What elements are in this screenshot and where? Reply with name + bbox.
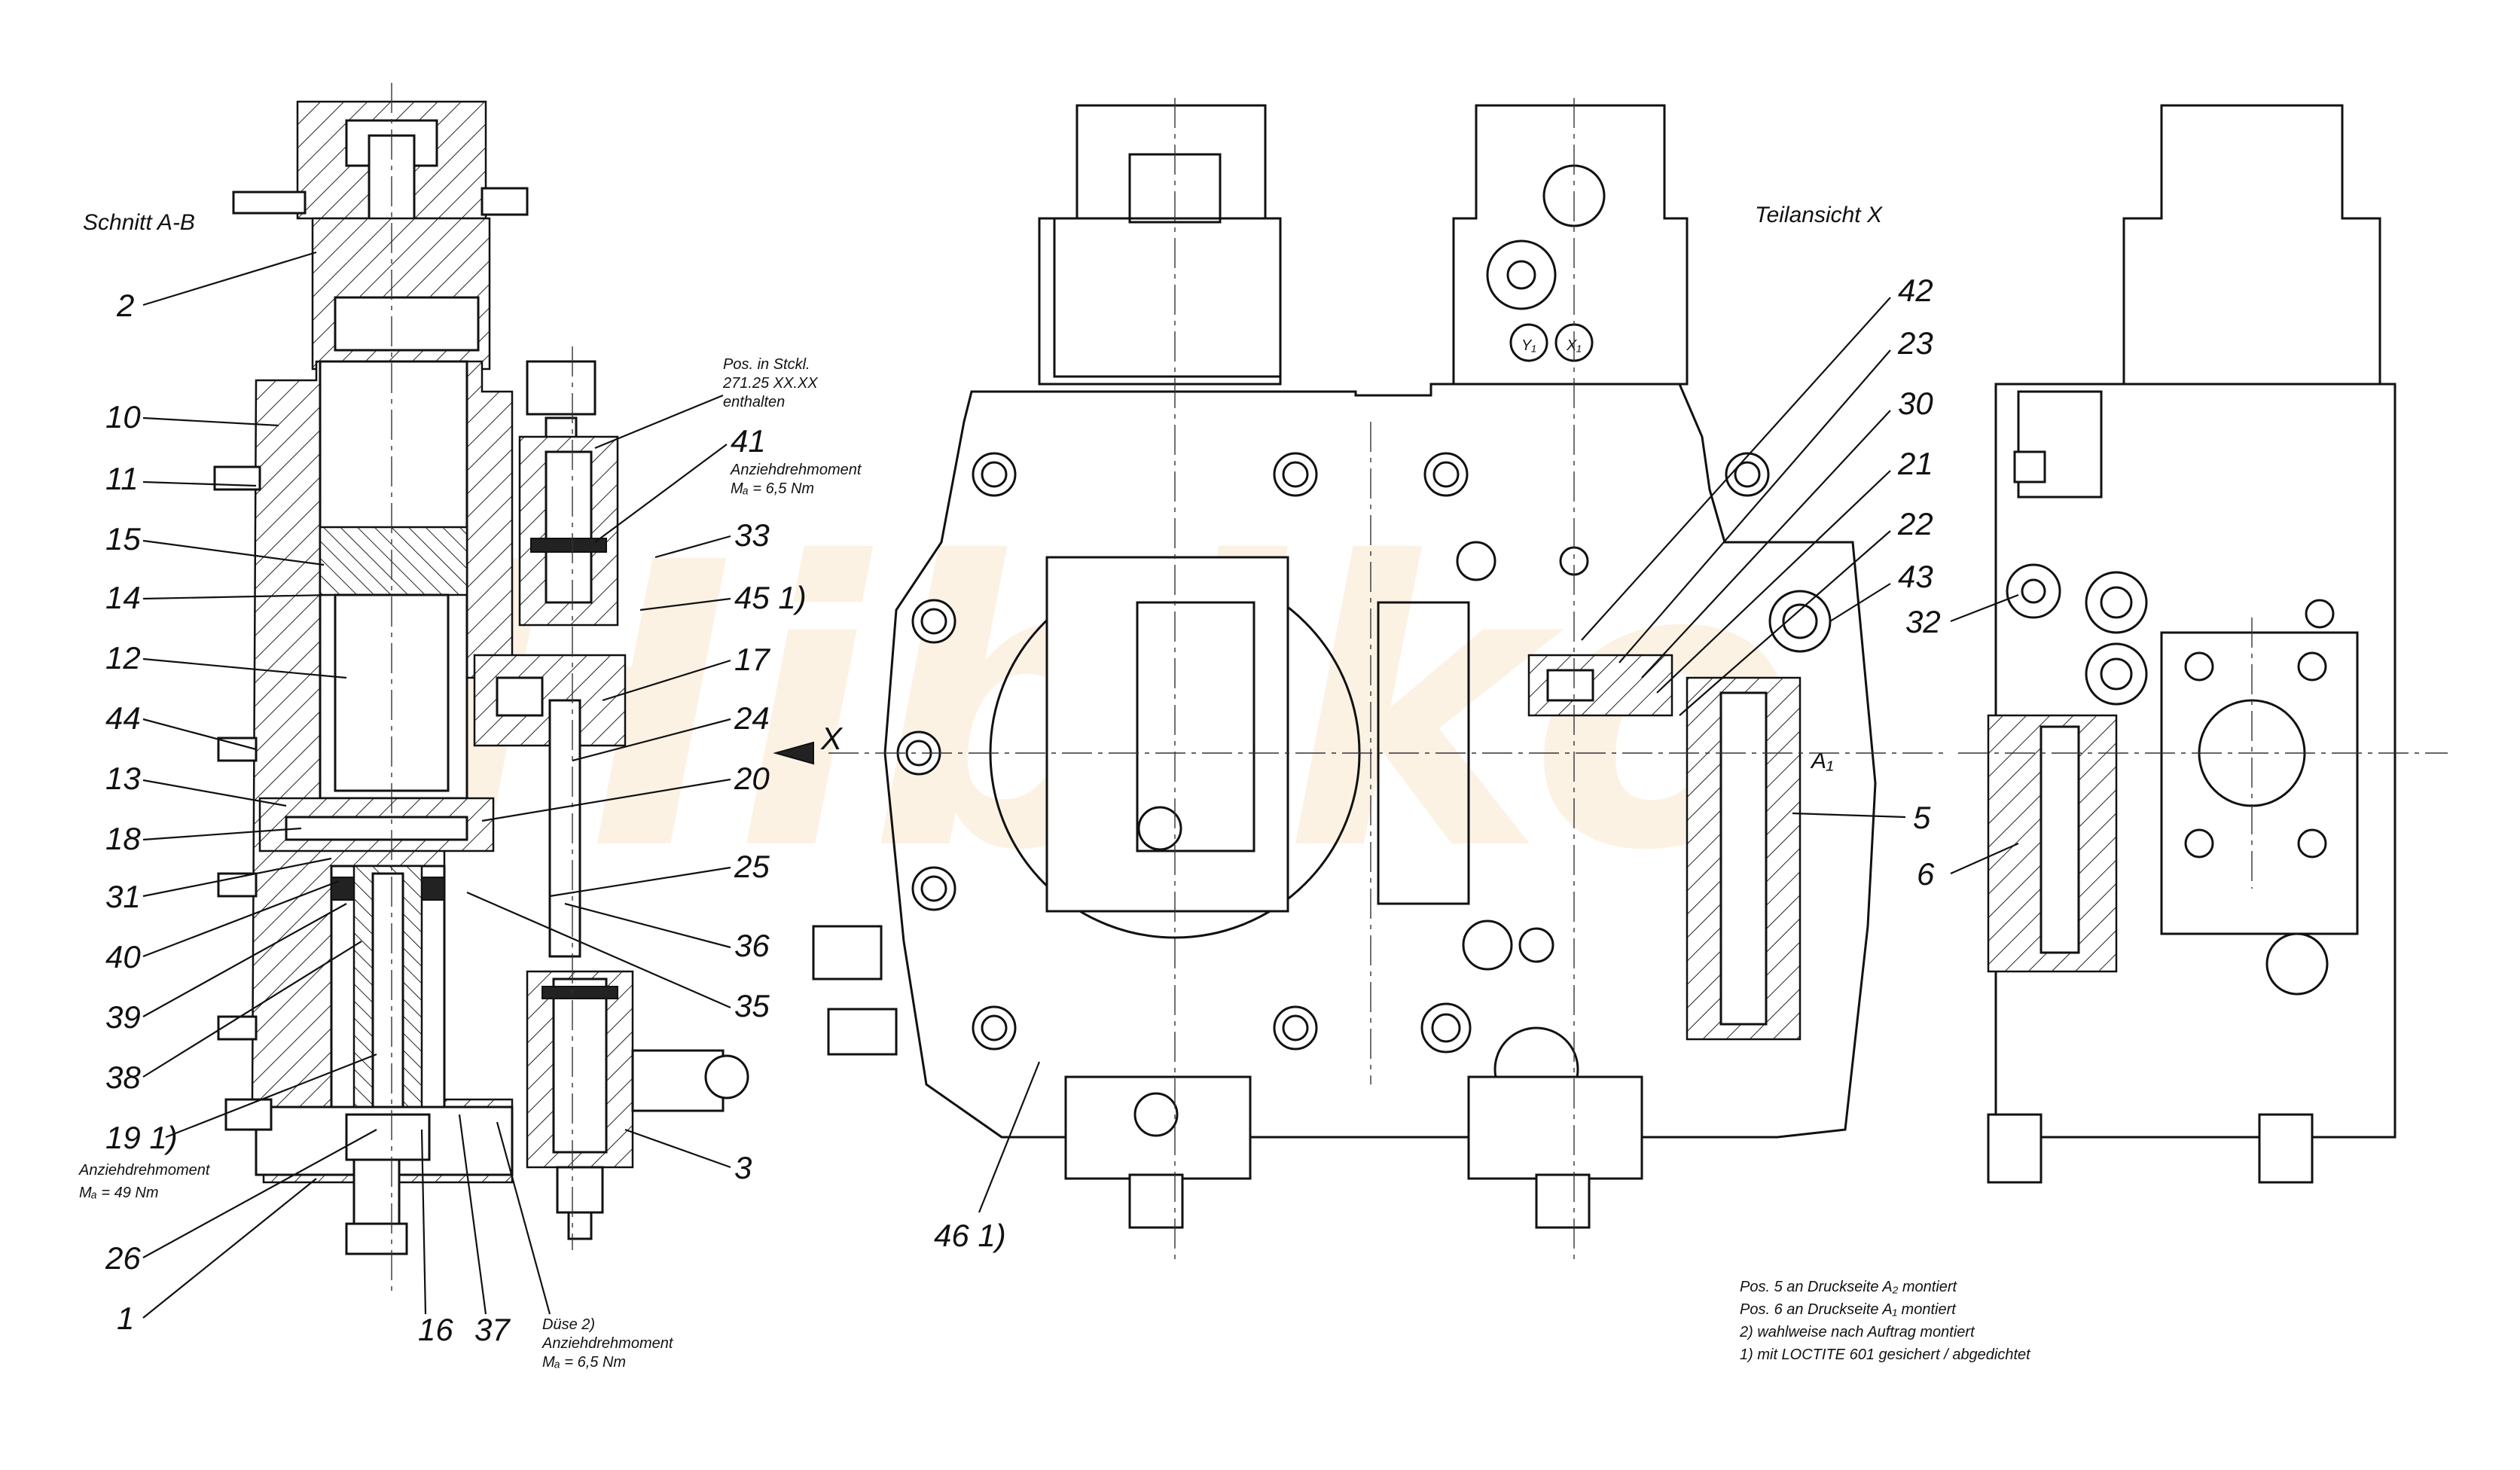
label-15: 15: [105, 521, 141, 557]
label-19: 19 1): [105, 1120, 178, 1155]
view-x-arrow-label: X: [820, 721, 844, 756]
bottom-part-labels: 16 37 Düse 2) Anziehdrehmoment Mₐ = 6,5 …: [418, 1114, 674, 1371]
label-32: 32: [1905, 604, 1941, 639]
label-38: 38: [105, 1060, 141, 1095]
label-10: 10: [105, 399, 141, 435]
label-16: 16: [418, 1312, 453, 1347]
view-x-arrow: [773, 741, 814, 765]
label-40: 40: [105, 939, 141, 974]
label-30: 30: [1898, 386, 1933, 421]
label-12: 12: [105, 640, 141, 676]
torque-41-line2: Mₐ = 6,5 Nm: [731, 480, 814, 497]
duese-line1: Düse 2): [542, 1316, 595, 1333]
pos-stckl-line3: enthalten: [723, 394, 785, 410]
port-a1-label: A₁: [1810, 749, 1833, 773]
label-42: 42: [1898, 273, 1933, 308]
label-35: 35: [734, 988, 770, 1023]
notes-block: Pos. 5 an Druckseite A₂ montiert Pos. 6 …: [1739, 1279, 2031, 1363]
section-view-a-b: [213, 83, 749, 1295]
note-1: Pos. 5 an Druckseite A₂ montiert: [1740, 1279, 1958, 1295]
torque-41-line1: Anziehdrehmoment: [730, 462, 862, 478]
label-3: 3: [734, 1150, 752, 1185]
label-20: 20: [734, 761, 770, 796]
label-43: 43: [1898, 559, 1933, 594]
label-45: 45 1): [734, 580, 807, 615]
label-1: 1: [117, 1301, 134, 1336]
label-24: 24: [734, 700, 770, 736]
partial-view-title: Teilansicht X: [1755, 203, 1883, 227]
left-part-labels: 2 10 11 15 14 12 44 13 18 31 40 39 38 19…: [78, 251, 377, 1336]
label-41: 41: [731, 423, 766, 459]
label-23: 23: [1897, 325, 1933, 361]
label-5: 5: [1913, 800, 1931, 835]
center-part-labels: 42 23 30 21 22 43 5 46 1): [934, 273, 1933, 1253]
duese-line2: Anziehdrehmoment: [542, 1335, 674, 1352]
label-14: 14: [105, 580, 141, 615]
label-26: 26: [105, 1240, 141, 1276]
label-33: 33: [734, 517, 770, 553]
center-view: Y₁ X₁ A₁: [773, 98, 1943, 1265]
torque-19-line1: Anziehdrehmoment: [78, 1162, 211, 1179]
pos-stckl-line2: 271.25 XX.XX: [722, 375, 818, 392]
partial-view-x: [1958, 104, 2448, 1184]
torque-19-line2: Mₐ = 49 Nm: [79, 1185, 159, 1201]
note-4: 1) mit LOCTITE 601 gesichert / abgedicht…: [1740, 1346, 2031, 1363]
label-46: 46 1): [934, 1218, 1006, 1253]
mid-part-labels: Pos. in Stckl. 271.25 XX.XX enthalten 41…: [466, 356, 862, 1185]
label-13: 13: [105, 761, 141, 796]
label-11: 11: [105, 461, 139, 496]
note-2: Pos. 6 an Druckseite A₁ montiert: [1740, 1301, 1957, 1318]
section-title: Schnitt A-B: [83, 210, 195, 235]
right-part-labels: 32 6: [1905, 593, 2019, 892]
label-44: 44: [105, 700, 141, 736]
label-37: 37: [474, 1312, 511, 1347]
label-6: 6: [1917, 856, 1935, 892]
label-21: 21: [1897, 446, 1933, 481]
label-17: 17: [734, 642, 770, 677]
label-18: 18: [105, 821, 141, 856]
label-36: 36: [734, 928, 770, 963]
duese-line3: Mₐ = 6,5 Nm: [542, 1354, 626, 1371]
label-31: 31: [105, 879, 141, 914]
port-y1-circle: [1509, 323, 1548, 362]
pos-stckl-line1: Pos. in Stckl.: [723, 356, 810, 373]
label-22: 22: [1897, 506, 1933, 541]
label-25: 25: [734, 849, 770, 884]
label-39: 39: [105, 999, 141, 1035]
note-3: 2) wahlweise nach Auftrag montiert: [1739, 1324, 1975, 1340]
label-2: 2: [116, 288, 134, 323]
port-y1-label: Y₁: [1521, 337, 1536, 354]
